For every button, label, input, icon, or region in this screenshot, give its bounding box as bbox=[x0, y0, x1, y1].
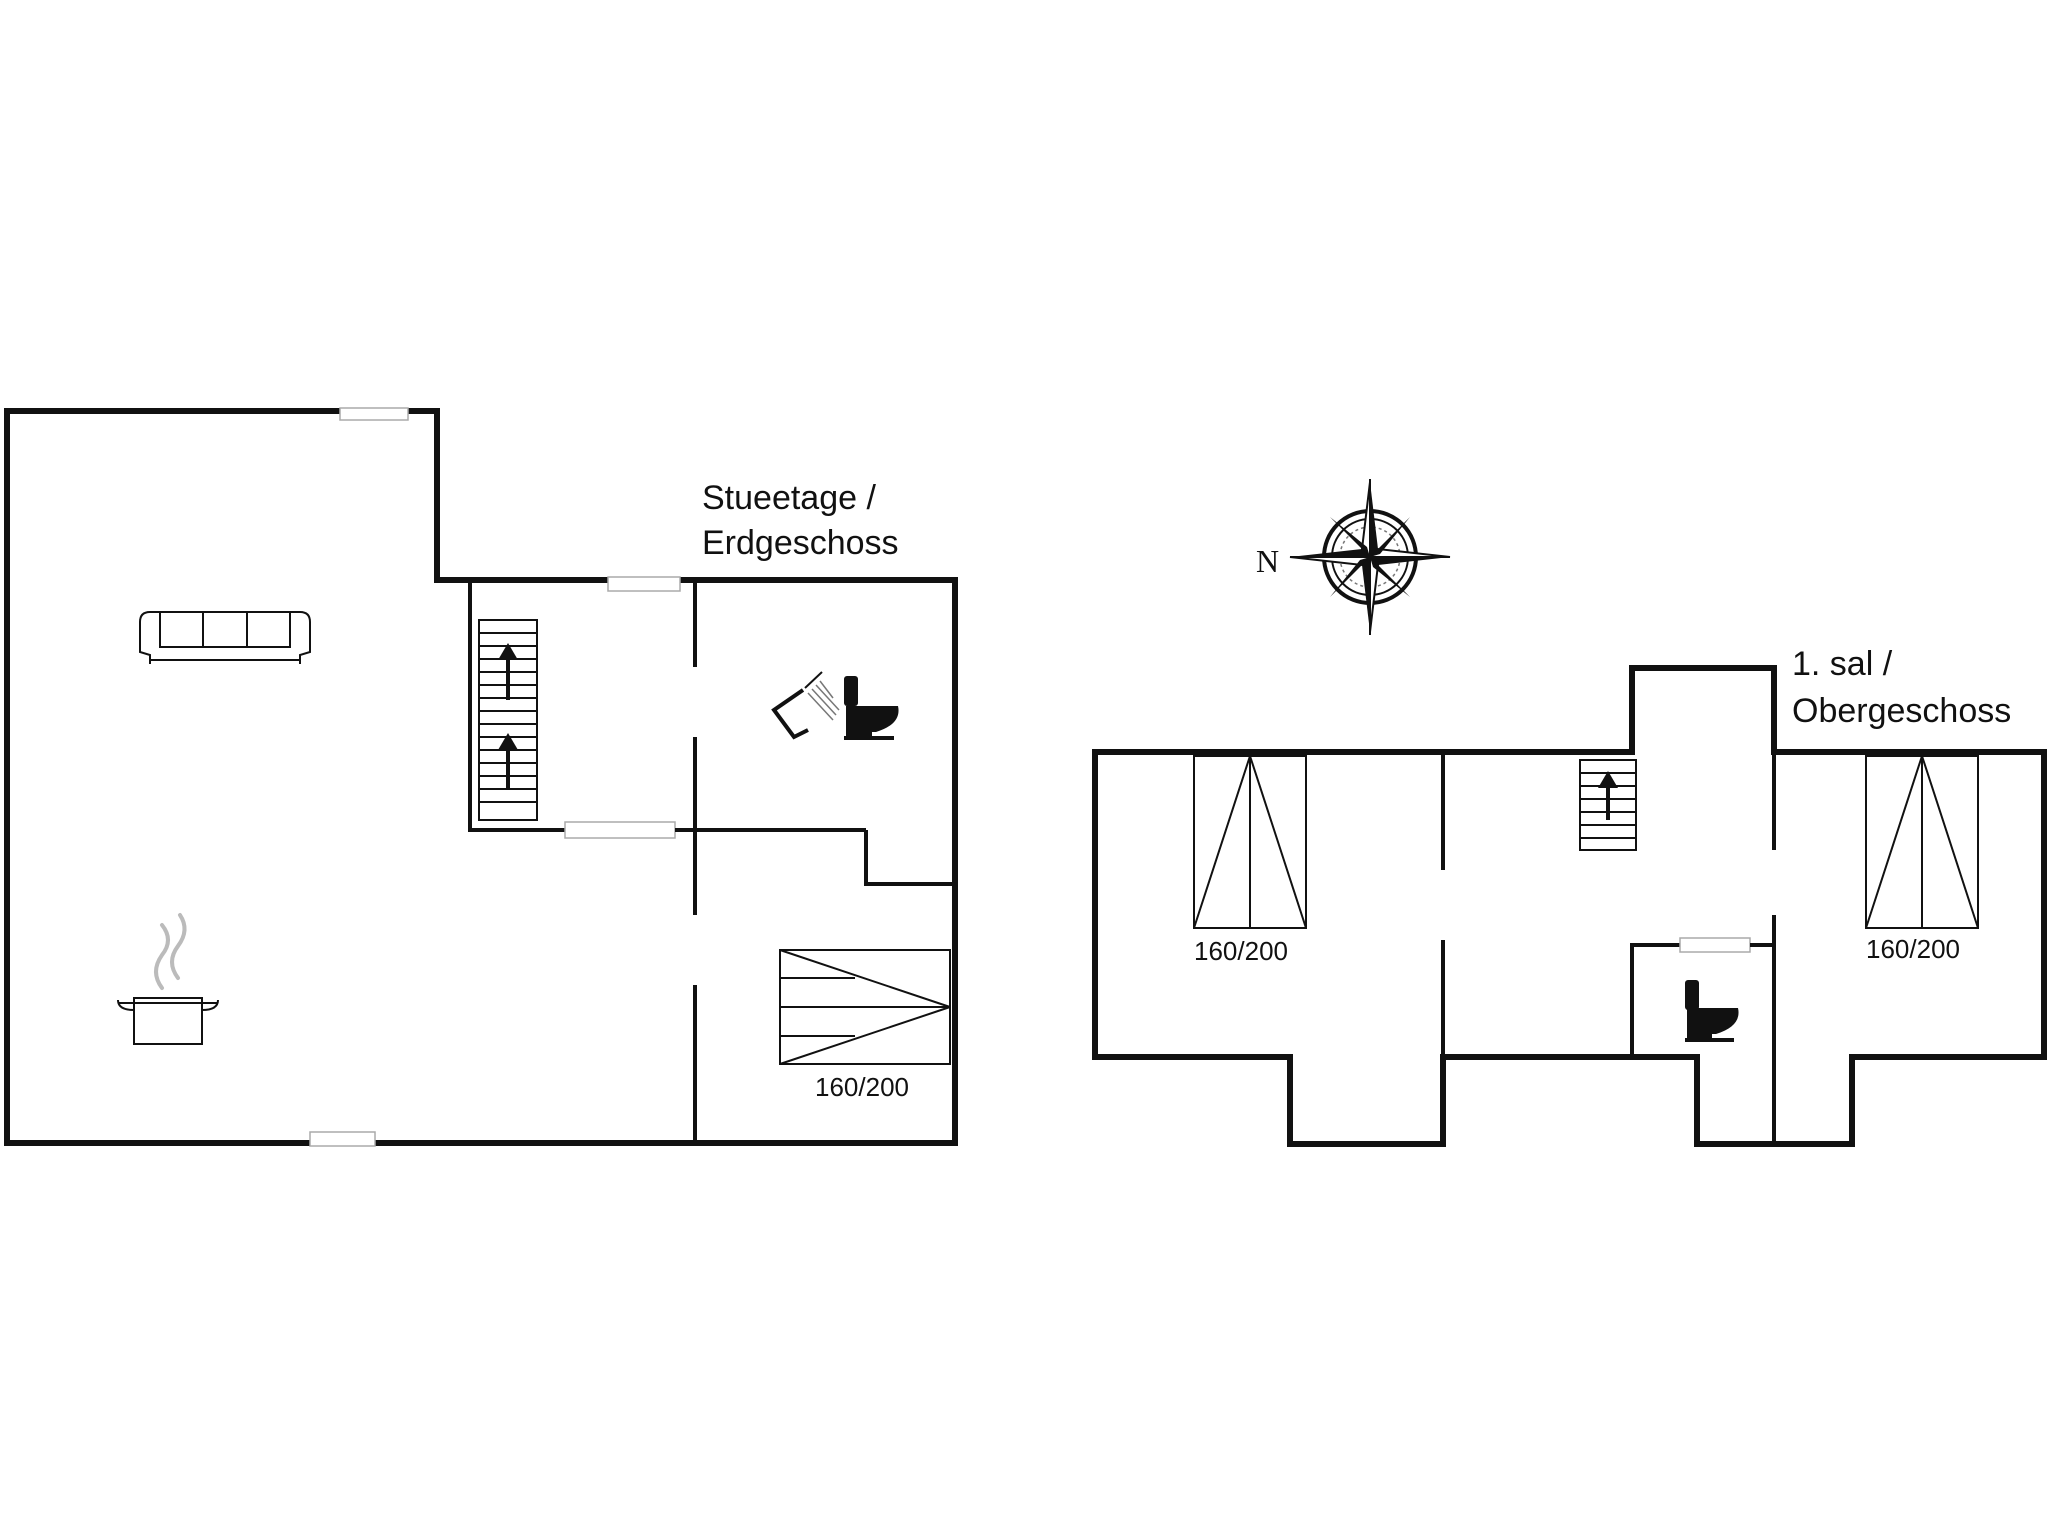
ground-floor-title-line1: Stueetage / bbox=[702, 479, 876, 517]
stair-enclosure-wall bbox=[468, 582, 565, 832]
compass-rose-icon bbox=[1289, 479, 1451, 635]
sofa-icon bbox=[139, 611, 311, 664]
ground-outer-wall-top-right bbox=[408, 408, 608, 583]
upper-outer-wall bbox=[1092, 665, 2047, 1147]
stairs-up-icon bbox=[478, 619, 538, 821]
ground-floor-title-line2: Erdgeschoss bbox=[702, 524, 899, 562]
toilet-icon bbox=[1685, 980, 1739, 1042]
upper-floor: 160/200 160/200 1. sal / Obergeschoss bbox=[1092, 645, 2047, 1147]
ground-floor: 160/200 Stueetage / Erdgeschoss bbox=[4, 407, 958, 1147]
upper-wc-door bbox=[1679, 937, 1751, 953]
toilet-icon bbox=[844, 676, 899, 740]
double-bed-icon bbox=[1193, 755, 1307, 929]
double-bed-icon bbox=[1865, 755, 1979, 929]
north-label: N bbox=[1256, 543, 1279, 579]
upper-wc-wall bbox=[1630, 943, 1680, 1055]
upper-bed-right-size: 160/200 bbox=[1866, 934, 1960, 964]
bathroom-wall bbox=[864, 830, 953, 886]
shower-icon bbox=[771, 671, 840, 740]
double-bed-icon bbox=[779, 949, 951, 1065]
stair-door bbox=[564, 821, 676, 839]
ground-door-top bbox=[339, 407, 409, 421]
stairs-up-icon bbox=[1579, 759, 1637, 851]
upper-bed-left-size: 160/200 bbox=[1194, 936, 1288, 966]
ground-outer-wall-right bbox=[375, 577, 958, 1146]
upper-floor-title-line1: 1. sal / bbox=[1792, 645, 1893, 683]
ground-bed-size: 160/200 bbox=[815, 1072, 909, 1102]
ground-door-hall bbox=[607, 576, 681, 592]
ground-door-bottom bbox=[309, 1131, 376, 1147]
cooking-pot-icon bbox=[117, 913, 219, 1045]
upper-floor-title-line2: Obergeschoss bbox=[1792, 692, 2011, 730]
ground-outer-wall bbox=[4, 408, 340, 1146]
